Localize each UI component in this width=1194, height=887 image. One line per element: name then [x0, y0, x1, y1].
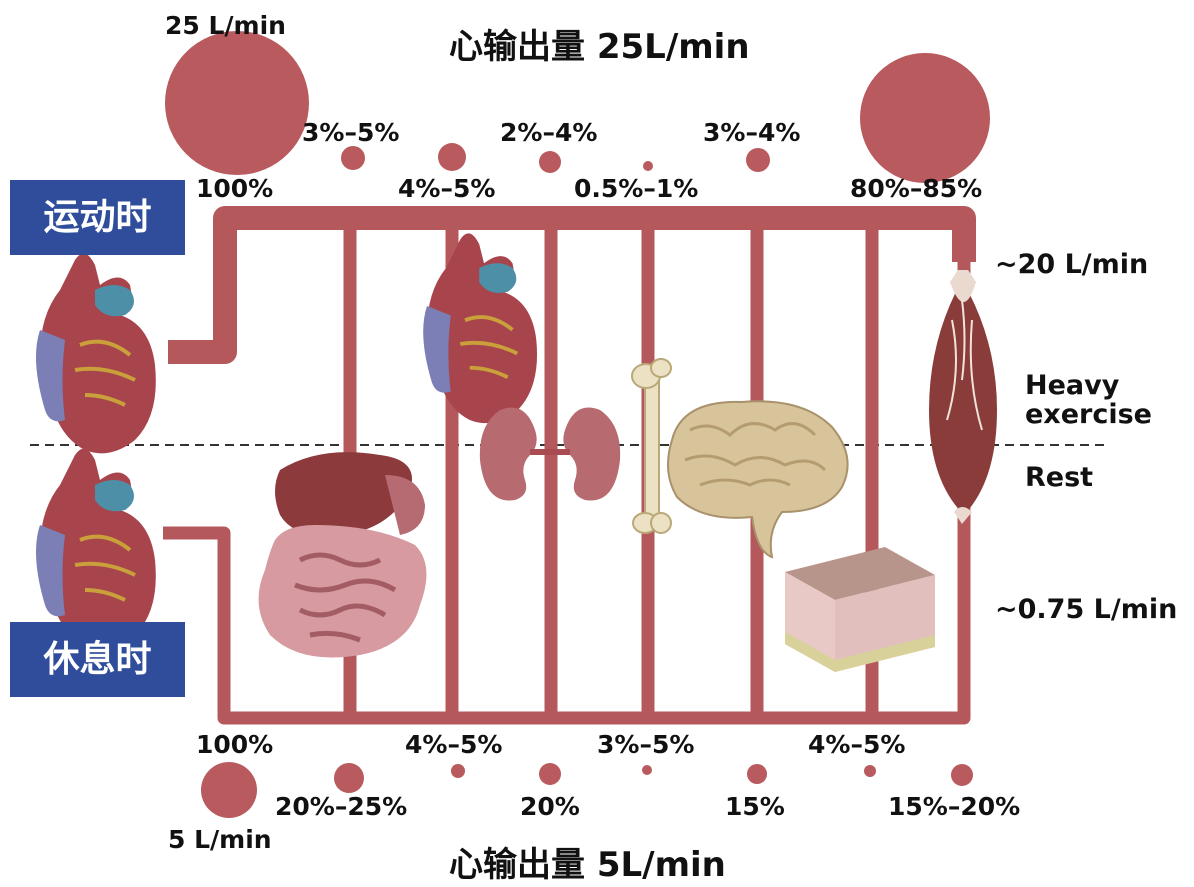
rest-percent-2: 4%–5% — [405, 732, 502, 757]
muscle-flow-label: ~20 L/min — [995, 250, 1148, 279]
rest-total-output: 5 L/min — [168, 827, 272, 852]
skin-block-icon — [785, 547, 935, 672]
exercise-percent-1: 3%–5% — [302, 120, 399, 145]
exercise-circle-1 — [341, 146, 365, 170]
exercise-total-output: 25 L/min — [165, 13, 286, 38]
rest-percent-3: 20% — [520, 794, 580, 819]
skin-flow-label: ~0.75 L/min — [995, 595, 1177, 624]
rest-percent-4: 3%–5% — [597, 732, 694, 757]
exercise-badge: 运动时 — [10, 180, 185, 255]
exercise-inflow-vessel — [168, 218, 964, 352]
rest-total-percent: 100% — [196, 732, 273, 757]
rest-circle-6 — [864, 765, 876, 777]
exercise-circle-2 — [438, 143, 466, 171]
rest-label: Rest — [1025, 463, 1093, 492]
rest-circle-4 — [642, 765, 652, 775]
exercise-circle-3 — [539, 151, 561, 173]
brain-icon — [668, 401, 848, 557]
exercise-total-percent: 100% — [196, 176, 273, 201]
heavy-label: Heavy — [1025, 371, 1119, 400]
heart-icon — [36, 449, 156, 649]
exercise-label: exercise — [1025, 400, 1152, 429]
rest-total-circle — [201, 762, 257, 818]
exercise-percent-3: 2%–4% — [500, 120, 597, 145]
heart-icon — [423, 233, 537, 423]
title-rest-output: 心输出量 5L/min — [449, 848, 726, 882]
title-exercise-output: 心输出量 25L/min — [449, 30, 750, 64]
exercise-percent-2: 4%–5% — [398, 176, 495, 201]
exercise-circle-5 — [746, 148, 770, 172]
exercise-total-circle — [165, 31, 309, 175]
exercise-percent-6: 80%–85% — [850, 176, 982, 201]
rest-circle-1 — [334, 763, 364, 793]
exercise-circle-6 — [860, 53, 990, 183]
liver-intestine-icon — [259, 452, 427, 657]
rest-percent-5: 15% — [725, 794, 785, 819]
exercise-percent-5: 3%–4% — [703, 120, 800, 145]
heart-icon — [36, 254, 156, 454]
rest-percent-7: 15%–20% — [888, 794, 1020, 819]
exercise-circle-4 — [643, 161, 653, 171]
exercise-percent-4: 0.5%–1% — [574, 176, 698, 201]
rest-badge: 休息时 — [10, 622, 185, 697]
rest-percent-6: 4%–5% — [808, 732, 905, 757]
rest-circle-2 — [451, 764, 465, 778]
muscle-icon — [929, 270, 997, 524]
rest-circle-7 — [951, 764, 973, 786]
rest-circle-3 — [539, 763, 561, 785]
rest-percent-1: 20%–25% — [275, 794, 407, 819]
rest-circle-5 — [747, 764, 767, 784]
